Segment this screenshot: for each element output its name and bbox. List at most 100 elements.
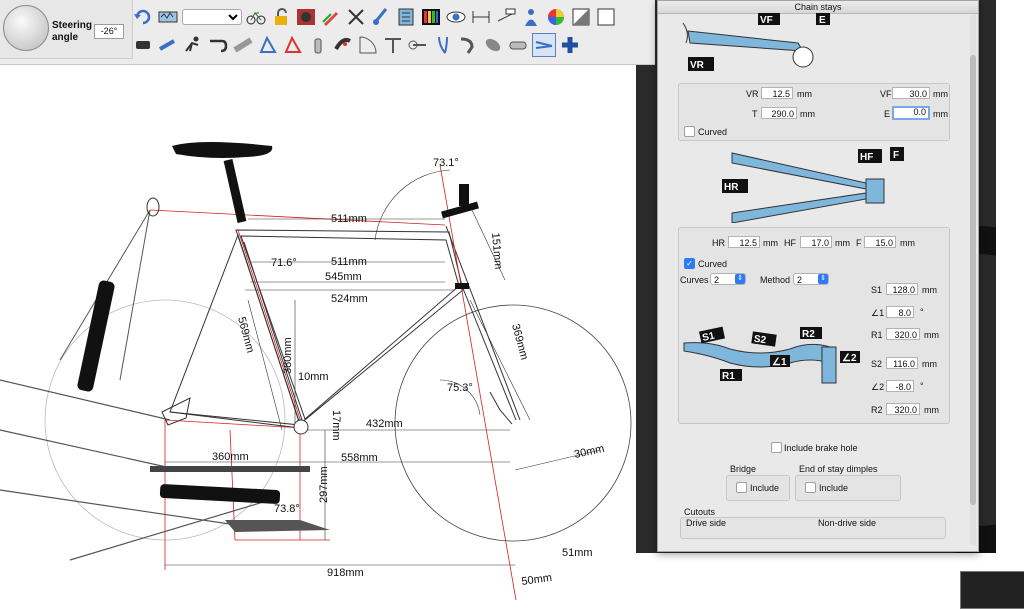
front-wheel [394,304,632,542]
bottom-bracket [293,419,309,435]
angle1-input[interactable]: 8.0 [886,306,914,318]
vf-input[interactable]: 30.0 [892,87,930,99]
fork-icon[interactable] [432,34,454,56]
cyclist-icon[interactable] [182,34,204,56]
zoom-select[interactable] [182,9,242,25]
color-bars-icon[interactable] [420,6,442,28]
top-tube-effective-text: 511mm [331,213,367,225]
chainring [225,520,330,532]
horizontal-545-text: 545mm [325,271,362,283]
frame-tubes [169,225,521,429]
tube-icon[interactable] [232,34,254,56]
crank-arm [150,466,310,472]
fork-length-text: 369mm [509,323,530,362]
r2-input[interactable]: 320.0 [886,403,920,415]
headset-icon[interactable] [132,34,154,56]
e-unit: mm [933,109,948,119]
frame-red-icon[interactable] [282,34,304,56]
bridge-include-checkbox[interactable] [736,482,747,493]
hf-input[interactable]: 17.0 [800,236,832,248]
frame-blue-icon[interactable] [257,34,279,56]
frame-drawing-canvas[interactable]: 73.1° 511mm 71.6° 511mm 545mm 524mm 151m… [0,64,656,607]
undo-icon[interactable] [132,6,154,28]
dimples-title: End of stay dimples [799,464,878,474]
s1-input[interactable]: 128.0 [886,283,918,295]
handlebar-icon[interactable] [207,34,229,56]
curved-checkbox[interactable]: ✓ [684,258,695,269]
vr-label: VR [746,89,759,99]
brake-hole-checkbox[interactable] [771,442,782,453]
thumbnail-window[interactable] [960,571,1024,609]
e-tag: E [819,15,826,26]
measure-icon[interactable] [157,6,179,28]
pencil-icon[interactable] [320,6,342,28]
hr-input[interactable]: 12.5 [728,236,760,248]
seat-angle-text: 71.6° [271,257,297,269]
chainstay-side-diagram: VR VF E [682,13,830,71]
dimension-lines [165,209,601,566]
saddle-icon[interactable] [332,34,354,56]
e-input[interactable]: 0.0 [892,106,930,120]
hf-tag: HF [860,152,873,163]
notebook-icon[interactable] [395,6,417,28]
note-icon[interactable] [495,6,517,28]
steering-angle-field[interactable]: -26° [94,24,124,39]
t-unit: mm [800,109,815,119]
s2-input[interactable]: 116.0 [886,357,918,369]
add-icon[interactable] [559,34,581,56]
hr-label: HR [712,238,725,248]
protractor-icon[interactable] [357,34,379,56]
dimension-icon[interactable] [470,6,492,28]
crank-icon[interactable] [407,34,429,56]
method-select[interactable]: 2⇕ [793,273,829,285]
bottom-bracket-icon[interactable] [507,34,529,56]
dimples-include-checkbox[interactable] [805,482,816,493]
r1-unit: mm [924,330,939,340]
color-wheel-icon[interactable] [545,6,567,28]
rider-icon[interactable] [520,6,542,28]
curves-label: Curves [680,275,709,285]
angle2-tag: ∠2 [842,353,857,364]
eye-icon[interactable] [445,6,467,28]
photo-icon[interactable] [295,6,317,28]
hf-label: HF [784,238,796,248]
shoe [159,484,281,504]
chainstay-top-diagram: HR HF F [722,147,904,223]
rear-dropout [161,397,191,426]
shade-icon[interactable] [570,6,592,28]
t-input[interactable]: 290.0 [761,107,797,119]
chainstay-icon[interactable] [532,33,556,57]
handlebar [459,184,469,206]
bottle-icon[interactable] [307,34,329,56]
tools-icon[interactable] [345,6,367,28]
f-tag: F [893,150,899,161]
bridge-title: Bridge [730,464,757,474]
dialog-scroll-thumb[interactable] [970,55,976,505]
curved-top-checkbox[interactable] [684,126,695,137]
curves-select[interactable]: 2⇕ [710,273,746,285]
caliper-icon[interactable] [382,34,404,56]
f-label: F [856,238,862,248]
angle1-unit: ° [920,307,924,317]
lug-icon[interactable] [482,34,504,56]
head-angle-arc [374,169,451,241]
fork-dropout [489,391,513,425]
brush-icon[interactable] [370,6,392,28]
seat-post [223,159,247,223]
f-input[interactable]: 15.0 [864,236,896,248]
r1-input[interactable]: 320.0 [886,328,920,340]
hanger-icon[interactable] [457,34,479,56]
vr-input[interactable]: 12.5 [761,87,793,99]
steering-knob[interactable] [3,5,49,51]
hr-unit: mm [763,238,778,248]
lock-icon[interactable] [270,6,292,28]
fork-angle-arc [439,379,481,416]
stem-icon[interactable] [157,34,179,56]
bike-icon[interactable] [245,6,267,28]
dialog-scrollbar[interactable] [970,15,976,545]
t-label: T [752,109,758,119]
curves-chevron-icon: ⇕ [735,274,745,284]
chainstay-text: 360mm [212,451,249,463]
angle2-input[interactable]: -8.0 [886,380,914,392]
blank-square-icon[interactable] [595,6,617,28]
